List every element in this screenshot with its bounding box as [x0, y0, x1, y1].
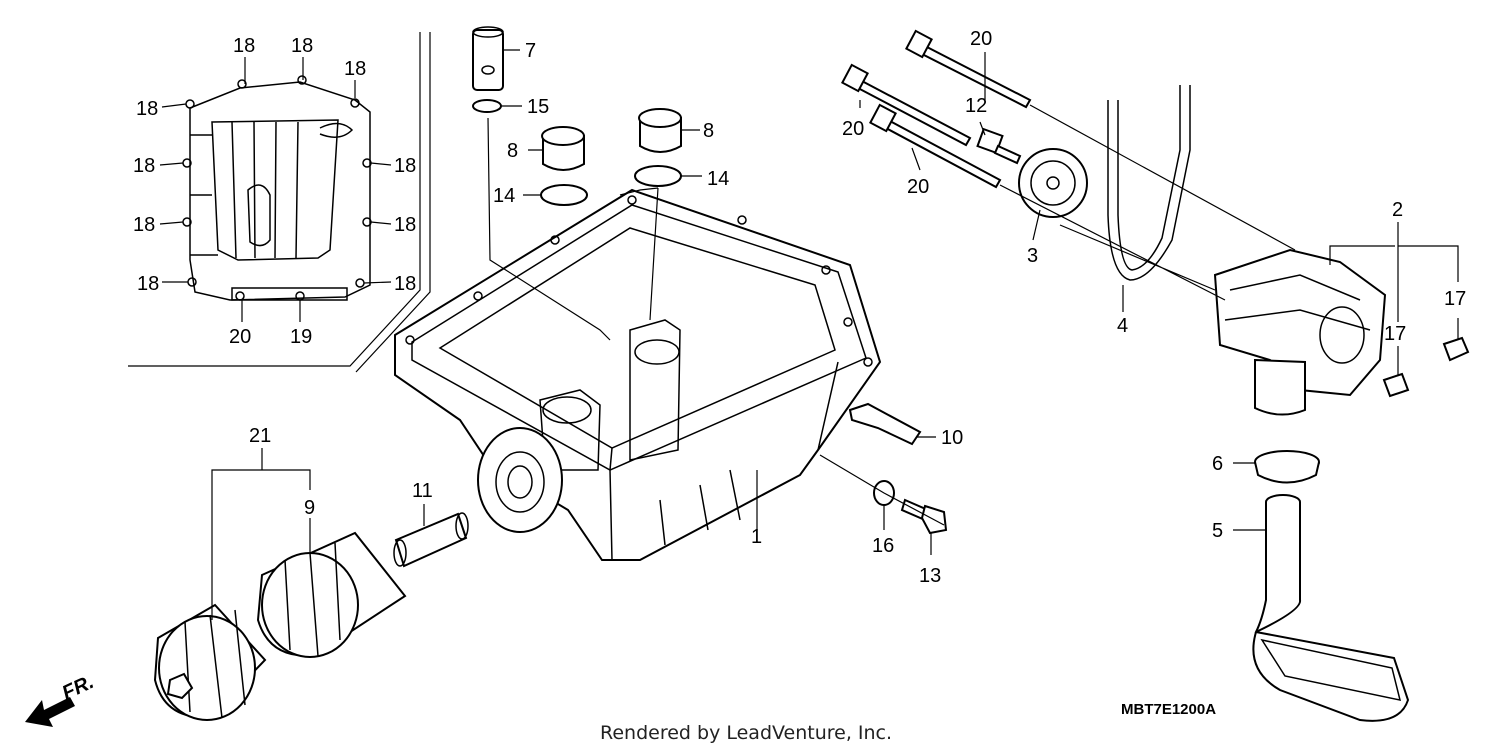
bolt-20-low: [869, 103, 1002, 189]
filter-wrench-21: [153, 603, 267, 721]
callout-16: 16: [872, 535, 894, 557]
dowel-collar-8-right: [638, 108, 682, 153]
callout-15: 15: [527, 96, 549, 118]
inset-gasket-view: [128, 32, 431, 373]
front-arrow-icon: [25, 697, 75, 727]
callout-1: 1: [751, 526, 762, 548]
filter-boss-11: [393, 512, 469, 568]
sprocket-3: [1018, 148, 1088, 218]
callout-2: 2: [1392, 199, 1403, 221]
oil-pump-2: [1213, 248, 1387, 416]
oil-pan: [394, 188, 882, 561]
stay-10: [848, 402, 922, 446]
callout-18: 18: [291, 35, 313, 57]
seal-6: [1254, 450, 1320, 484]
callout-17: 17: [1384, 323, 1406, 345]
callout-17: 17: [1444, 288, 1466, 310]
bolt-13: [900, 498, 948, 535]
callout-8: 8: [703, 120, 714, 142]
diagram-code: MBT7E1200A: [1121, 701, 1216, 718]
callout-18: 18: [133, 214, 155, 236]
callout-21: 21: [249, 425, 271, 447]
callout-18: 18: [344, 58, 366, 80]
oil-pan-front-boss: [477, 427, 563, 533]
callout-18: 18: [133, 155, 155, 177]
oil-filter-9: [256, 531, 407, 658]
oil-strainer-5: [1252, 494, 1410, 722]
callout-6: 6: [1212, 453, 1223, 475]
leader-lines: [159, 49, 1459, 620]
o-ring-15: [472, 99, 502, 113]
callout-4: 4: [1117, 315, 1128, 337]
oil-pipe-7: [472, 26, 504, 91]
callout-20: 20: [907, 176, 929, 198]
inset-bolt-holes: [182, 75, 372, 301]
callout-8: 8: [507, 140, 518, 162]
callout-20: 20: [842, 118, 864, 140]
callout-18: 18: [136, 98, 158, 120]
callout-20: 20: [229, 326, 251, 348]
callout-labels: 18 18 18 18 18 18 18 18 18 18 20 19 7 15…: [133, 28, 1466, 587]
callout-5: 5: [1212, 520, 1223, 542]
callout-18: 18: [394, 273, 416, 295]
callout-9: 9: [304, 497, 315, 519]
callout-10: 10: [941, 427, 963, 449]
callout-19: 19: [290, 326, 312, 348]
bolt-20-mid: [841, 63, 972, 147]
o-ring-14-right: [634, 165, 682, 187]
callout-18: 18: [394, 214, 416, 236]
front-label: FR.: [59, 671, 97, 705]
dowel-pins-17: [1382, 336, 1470, 398]
callout-18: 18: [394, 155, 416, 177]
callout-14: 14: [493, 185, 515, 207]
callout-14: 14: [707, 168, 729, 190]
callout-18: 18: [137, 273, 159, 295]
front-direction-marker: FR.: [25, 671, 97, 727]
callout-3: 3: [1027, 245, 1038, 267]
bolt-20-top: [905, 29, 1032, 109]
pan-flange-bolt-holes: [405, 195, 873, 367]
render-credit: Rendered by LeadVenture, Inc.: [600, 722, 892, 744]
o-ring-14-left: [540, 184, 588, 206]
callout-20: 20: [970, 28, 992, 50]
callout-13: 13: [919, 565, 941, 587]
callout-18: 18: [233, 35, 255, 57]
callout-7: 7: [525, 40, 536, 62]
bolt-12: [976, 127, 1022, 165]
callout-11: 11: [412, 480, 433, 502]
callout-12: 12: [965, 95, 987, 117]
dowel-collar-8-left: [541, 126, 585, 171]
drive-chain-4: [1107, 85, 1191, 281]
